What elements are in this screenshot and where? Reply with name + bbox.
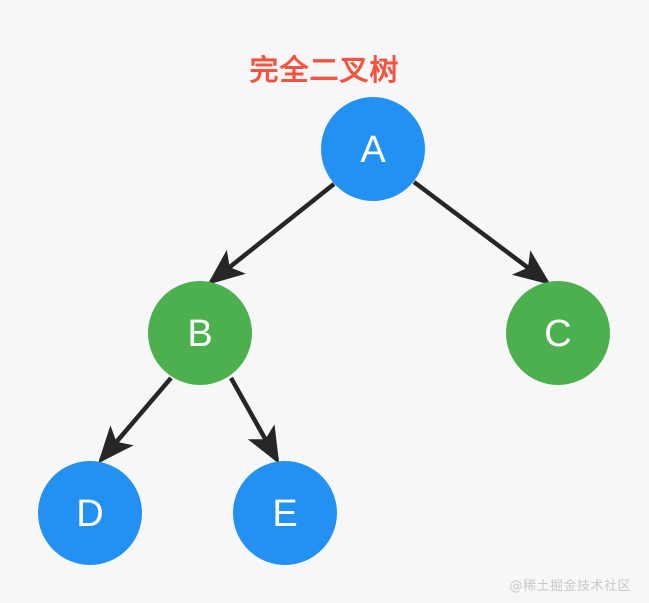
node-circle-c xyxy=(506,281,610,385)
node-label-e: E xyxy=(272,493,297,535)
edge-layer xyxy=(98,180,551,464)
tree-node-a[interactable]: A xyxy=(321,97,425,201)
tree-node-d[interactable]: D xyxy=(38,461,142,565)
page-title: 完全二叉树 xyxy=(249,53,400,87)
node-label-b: B xyxy=(187,313,212,355)
node-label-a: A xyxy=(360,129,386,171)
tree-edge-a-c xyxy=(412,180,551,285)
tree-node-e[interactable]: E xyxy=(233,461,337,565)
node-label-d: D xyxy=(76,493,103,535)
node-circle-e xyxy=(233,461,337,565)
node-circle-a xyxy=(321,97,425,201)
node-circle-d xyxy=(38,461,142,565)
node-layer: A B C D E xyxy=(38,97,610,565)
tree-node-c[interactable]: C xyxy=(506,281,610,385)
tree-edge-a-b xyxy=(207,182,336,285)
tree-node-b[interactable]: B xyxy=(148,281,252,385)
node-label-c: C xyxy=(544,313,571,355)
node-circle-b xyxy=(148,281,252,385)
tree-edge-b-d xyxy=(98,376,173,464)
watermark-text: @稀土掘金技术社区 xyxy=(509,579,631,594)
tree-edge-b-e xyxy=(229,376,280,464)
